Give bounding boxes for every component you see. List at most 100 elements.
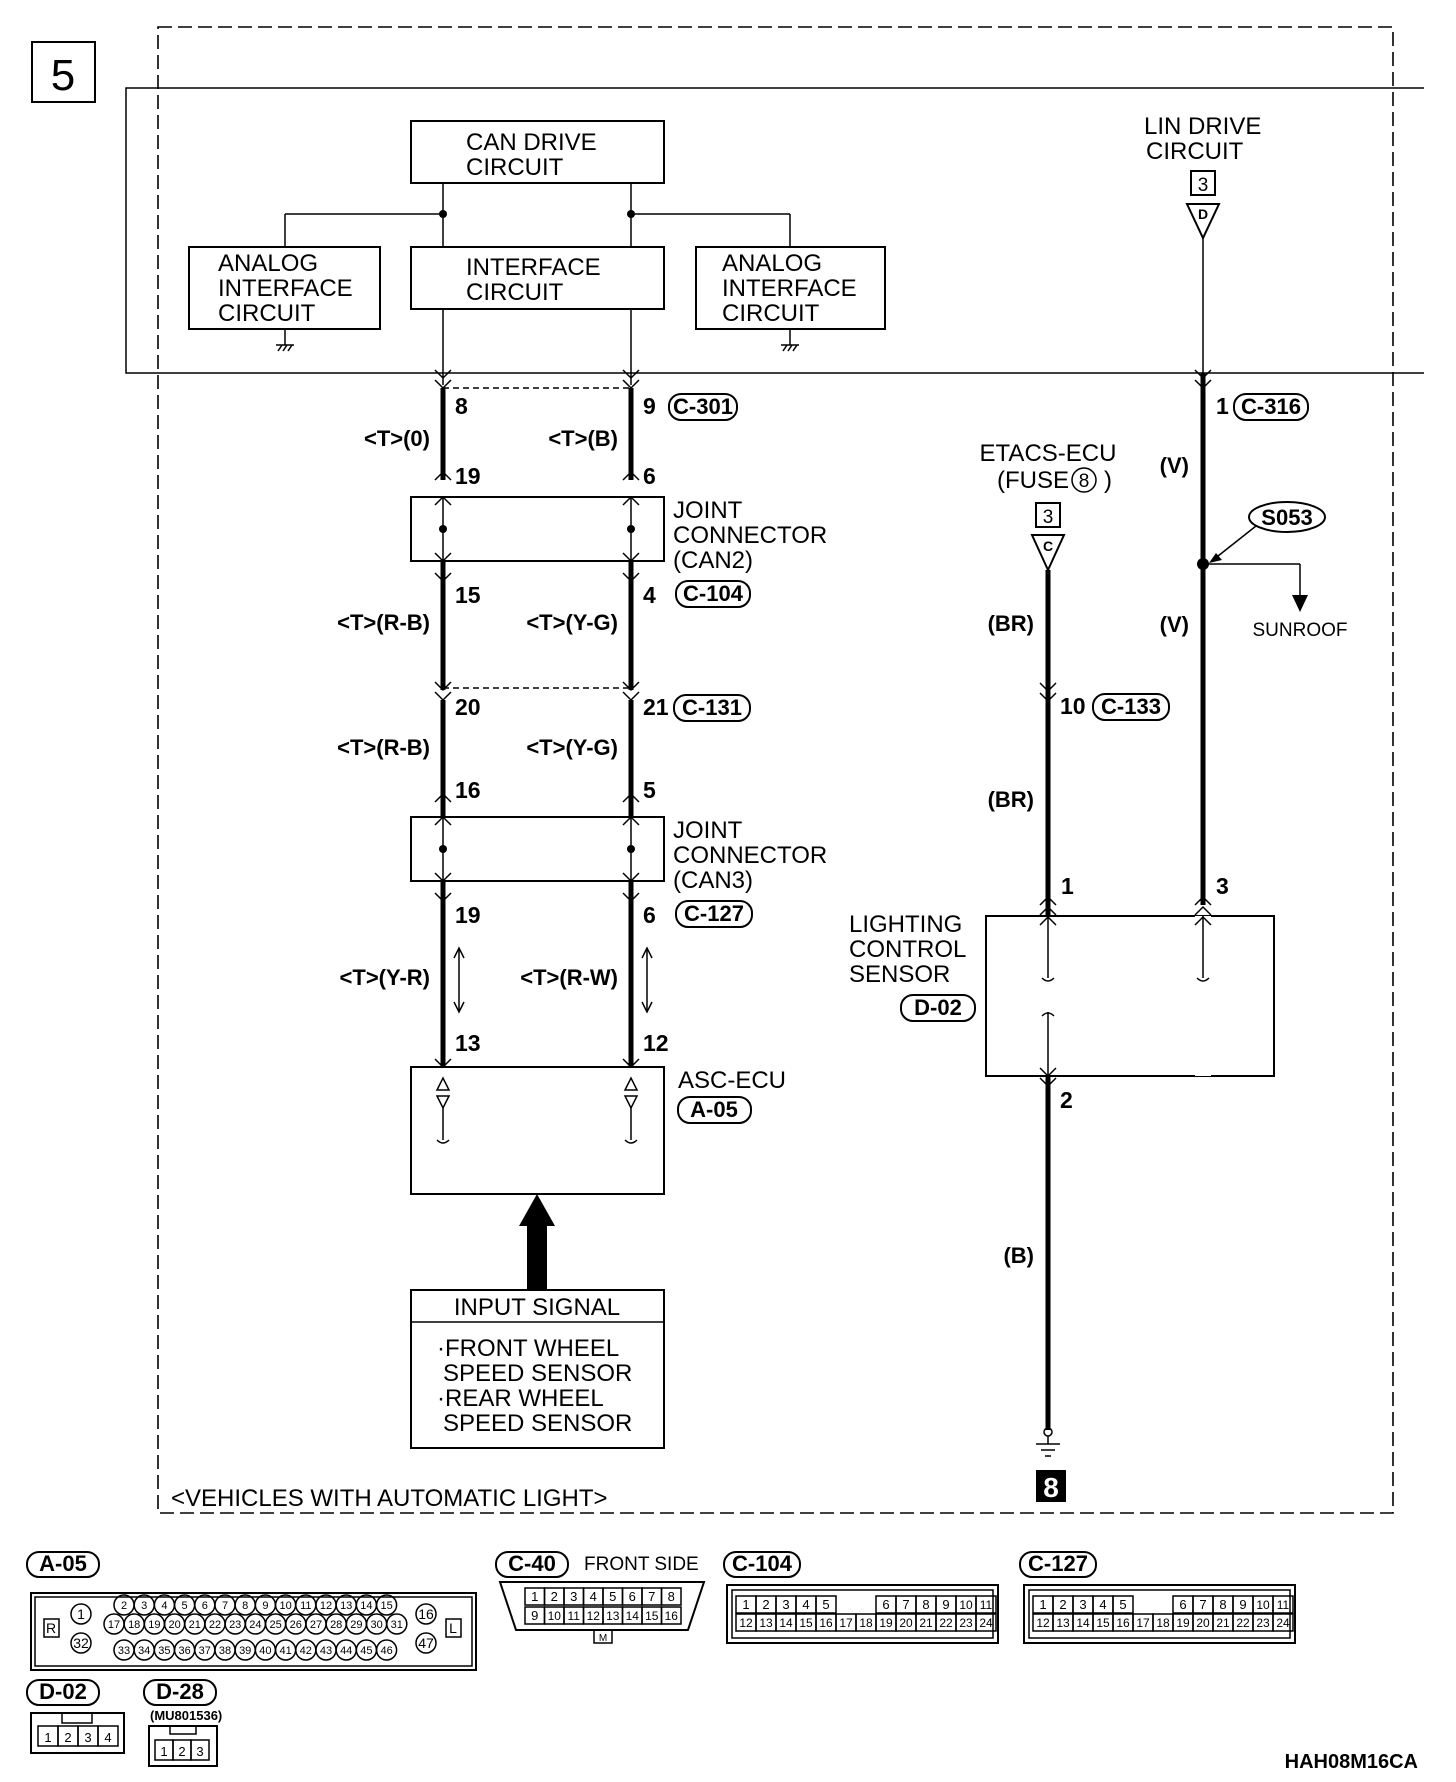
pin-number: 16 [819,1616,833,1630]
a05-pin-32: 32 [73,1635,89,1651]
can2-label-1: JOINT [673,497,743,524]
can3-label-3: (CAN3) [673,867,753,894]
c40-note: FRONT SIDE [584,1554,699,1575]
pin-cell [190,1739,210,1761]
analog-left-1: ANALOG [218,250,318,277]
c131-wire-a-top: <T>(R-B) [337,610,430,635]
pin-number: 14 [626,1609,640,1623]
pin-number: 19 [148,1619,160,1631]
pin-number: 10 [548,1609,562,1623]
c104-label: C-104 [683,581,744,606]
asc-ecu-box [410,1066,665,1195]
ecu-outline [125,87,1424,374]
etacs-label-1: ETACS-ECU [980,440,1117,467]
sensor-label-3: SENSOR [849,961,950,988]
pin-number: 2 [551,1589,558,1604]
splice-id: S053 [1261,505,1312,530]
lin-drive-label-1: LIN DRIVE [1144,113,1261,140]
pin-number: 6 [882,1597,889,1612]
pin-number: 12 [587,1609,601,1623]
analog-right-1: ANALOG [722,250,822,277]
c301-wire-b: <T>(B) [548,426,618,451]
pin-number: 1 [1039,1597,1046,1612]
c127-view-label: C-127 [1028,1551,1088,1576]
pin-number: 39 [239,1645,251,1657]
drawing-code: HAH08M16CA [1285,1751,1418,1773]
c316-label: C-316 [1241,394,1301,419]
c133-pin: 10 [1060,693,1086,719]
pin-number: 8 [668,1589,675,1604]
pin-number: 4 [1099,1597,1106,1612]
sensor-pin3: 3 [1216,873,1229,899]
pin-number: 13 [606,1609,620,1623]
c40-mark: M [599,1633,607,1644]
pin-number: 2 [178,1744,185,1759]
input-signal-box [410,1289,665,1449]
c131-wire-a-bottom: <T>(R-B) [337,735,430,760]
pin-number: 2 [762,1597,769,1612]
c131-pin-b: 21 [643,694,669,720]
pin-number: 9 [942,1597,949,1612]
c301-wire-a: <T>(0) [364,426,430,451]
d02-view-label: D-02 [39,1679,87,1704]
pin-number: 11 [300,1600,311,1612]
pin-number: 10 [1256,1598,1270,1612]
pin-number: 18 [1156,1616,1170,1630]
analog-interface-left-box [188,246,381,330]
pin-number: 3 [196,1744,203,1759]
pin-number: 14 [779,1616,793,1630]
can-drive-label-1: CAN DRIVE [466,129,597,156]
pin-number: 12 [320,1600,332,1612]
a05-left-mark: R [46,1620,56,1636]
etacs-ref-page: 3 [1043,507,1054,528]
pin-number: 20 [899,1616,913,1630]
pin-number: 13 [759,1616,773,1630]
can3-pin-in-a: 16 [455,777,481,803]
d28-view-label: D-28 [156,1679,204,1704]
pin-number: 16 [665,1609,679,1623]
pin-number: 20 [1196,1616,1210,1630]
pin-number: 3 [1079,1597,1086,1612]
sensor-label-1: LIGHTING [849,911,962,938]
pin-number: 8 [242,1600,248,1612]
c301-pin-b: 9 [643,393,656,419]
pin-number: 5 [1119,1597,1126,1612]
c301-label: C-301 [673,394,733,419]
footnote: <VEHICLES WITH AUTOMATIC LIGHT> [171,1485,608,1512]
pin-number: 35 [158,1645,170,1657]
can3-pin-out-a: 19 [455,902,481,928]
pin-number: 2 [1059,1597,1066,1612]
pin-number: 9 [1239,1597,1246,1612]
pin-number: 10 [959,1598,973,1612]
pin-number: 46 [380,1645,392,1657]
pin-number: 29 [350,1619,362,1631]
pin-number: 42 [300,1645,312,1657]
lighting-control-sensor-box [985,915,1275,1077]
pin-number: 7 [902,1597,909,1612]
pin-number: 4 [161,1600,167,1612]
pin-number: 33 [118,1645,130,1657]
pin-number: 6 [629,1589,636,1604]
a05-pin-16: 16 [418,1606,434,1622]
pin-number: 23 [1256,1616,1270,1630]
pin-number: 1 [44,1730,51,1745]
pin-number: 13 [340,1600,352,1612]
pin-number: 22 [939,1616,953,1630]
pin-number: 12 [739,1616,753,1630]
pin-cell [1272,1613,1294,1632]
pin-number: 43 [320,1645,332,1657]
c131-pin-a: 20 [455,694,481,720]
d28-part-no: (MU801536) [150,1708,222,1723]
pin-number: 5 [609,1589,616,1604]
analog-left-2: INTERFACE [218,275,353,302]
pin-number: 3 [570,1589,577,1604]
pin-number: 6 [1179,1597,1186,1612]
analog-interface-right-box [695,246,886,330]
pin-number: 18 [128,1619,140,1631]
pin-number: 9 [531,1608,538,1623]
pin-number: 11 [1277,1598,1290,1612]
pin-number: 5 [822,1597,829,1612]
can3-label-2: CONNECTOR [673,842,827,869]
pin-number: 36 [178,1645,190,1657]
